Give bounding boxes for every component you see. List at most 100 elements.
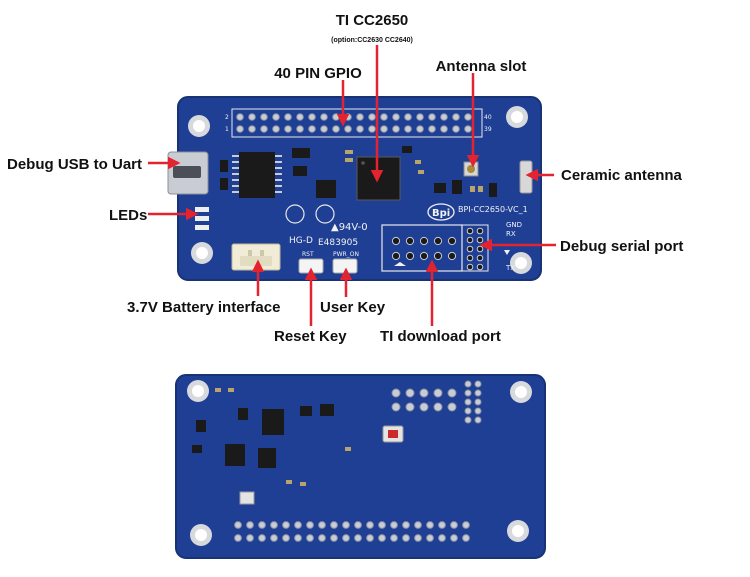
pin-pad: [308, 125, 316, 133]
pin-pad: [440, 113, 448, 121]
pin-pad: [414, 534, 422, 542]
pin-pad: [294, 521, 302, 529]
pin-pad: [416, 113, 424, 121]
pin-pad: [404, 113, 412, 121]
ceramic-antenna-label: Ceramic antenna: [561, 167, 683, 184]
pin-pad: [332, 125, 340, 133]
pin-pad: [402, 534, 410, 542]
pin-pad: [450, 521, 458, 529]
smd-components: [220, 146, 497, 198]
user-key-label: User Key: [320, 299, 386, 316]
pin-pad: [236, 113, 244, 121]
usb-uart-chip: [232, 152, 282, 198]
pin-pad: [405, 388, 415, 398]
pin-pad: [447, 402, 457, 412]
pin-pad: [428, 125, 436, 133]
gpio-pin-1-label: 1: [225, 126, 229, 133]
gpio-header-pads-bottom: [234, 521, 470, 542]
ceramic-antenna: [519, 160, 533, 194]
tx-silkscreen: TX: [505, 264, 515, 272]
pin-pad: [284, 113, 292, 121]
pin-pad: [464, 380, 472, 388]
mounting-hole: [191, 242, 213, 264]
pin-pad: [466, 236, 474, 244]
pin-pad: [466, 227, 474, 235]
mounting-hole: [506, 106, 528, 128]
pin-pad: [368, 113, 376, 121]
pin-pad: [433, 251, 443, 261]
pin-pad: [419, 236, 429, 246]
pin-pad: [466, 263, 474, 271]
pin-pad: [405, 402, 415, 412]
pin-pad: [320, 113, 328, 121]
pin-pad: [366, 534, 374, 542]
pin-pad: [447, 388, 457, 398]
pin-pad: [342, 534, 350, 542]
pin-pad: [419, 402, 429, 412]
mounting-hole: [190, 524, 212, 546]
gpio-pin-39-label: 39: [484, 126, 492, 133]
bottom-pads: [215, 388, 351, 486]
pin-pad: [419, 388, 429, 398]
pin-pad: [260, 113, 268, 121]
ti-download-pads-bottom: [391, 380, 482, 424]
pin-pad: [447, 236, 457, 246]
pin-pad: [450, 534, 458, 542]
cert-silkscreen: E483905: [318, 238, 358, 248]
leds-label: LEDs: [109, 207, 147, 224]
pin-pad: [248, 125, 256, 133]
pwr-on-silkscreen: PWR_ON: [333, 251, 359, 258]
gpio-pin-2-label: 2: [225, 114, 229, 121]
antenna-slot-label: Antenna slot: [436, 58, 527, 75]
pin-pad: [330, 521, 338, 529]
pin-pad: [246, 534, 254, 542]
pin-pad: [440, 125, 448, 133]
pin-pad: [447, 251, 457, 261]
reset-key-label: Reset Key: [274, 328, 347, 345]
smd-pads: [345, 150, 483, 192]
battery-label: 3.7V Battery interface: [127, 299, 280, 316]
debug-serial-label: Debug serial port: [560, 238, 683, 255]
pin-pad: [464, 389, 472, 397]
bottom-components: [192, 404, 334, 468]
pin-pad: [428, 113, 436, 121]
pin-pad: [306, 534, 314, 542]
pin-pad: [414, 521, 422, 529]
pin-pad: [476, 227, 484, 235]
pin-pad: [258, 534, 266, 542]
ti-download-label: TI download port: [380, 328, 501, 345]
pin-pad: [380, 113, 388, 121]
rx-silkscreen: RX: [506, 230, 516, 238]
callout-labels: TI CC2650 (option:CC2630 CC2640) 40 PIN …: [7, 12, 683, 345]
pin-pad: [380, 125, 388, 133]
maker-silkscreen: HG-D: [289, 236, 313, 246]
pin-pad: [476, 254, 484, 262]
pin-pad: [354, 521, 362, 529]
pin-pad: [466, 254, 474, 262]
rating-silkscreen: ▲94V-0: [331, 222, 368, 233]
chip-label: TI CC2650: [336, 12, 409, 29]
pin-pad: [402, 521, 410, 529]
ul-mark: [285, 204, 335, 224]
pin-pad: [344, 113, 352, 121]
pin-pad: [464, 407, 472, 415]
pin-pad: [356, 113, 364, 121]
pin-pad: [462, 521, 470, 529]
mounting-hole: [510, 381, 532, 403]
pin-pad: [464, 416, 472, 424]
mounting-hole: [188, 115, 210, 137]
pin-pad: [474, 380, 482, 388]
pin-pad: [391, 402, 401, 412]
pin-pad: [260, 125, 268, 133]
mounting-hole: [507, 520, 529, 542]
pin-pad: [476, 236, 484, 244]
pin-pad: [433, 388, 443, 398]
pin-pad: [368, 125, 376, 133]
pin-pad: [248, 113, 256, 121]
pin-pad: [466, 245, 474, 253]
pin-pad: [378, 534, 386, 542]
bpi-logo: Bpi: [427, 203, 455, 221]
pin-pad: [462, 534, 470, 542]
gpio-header-outline: [231, 108, 483, 138]
